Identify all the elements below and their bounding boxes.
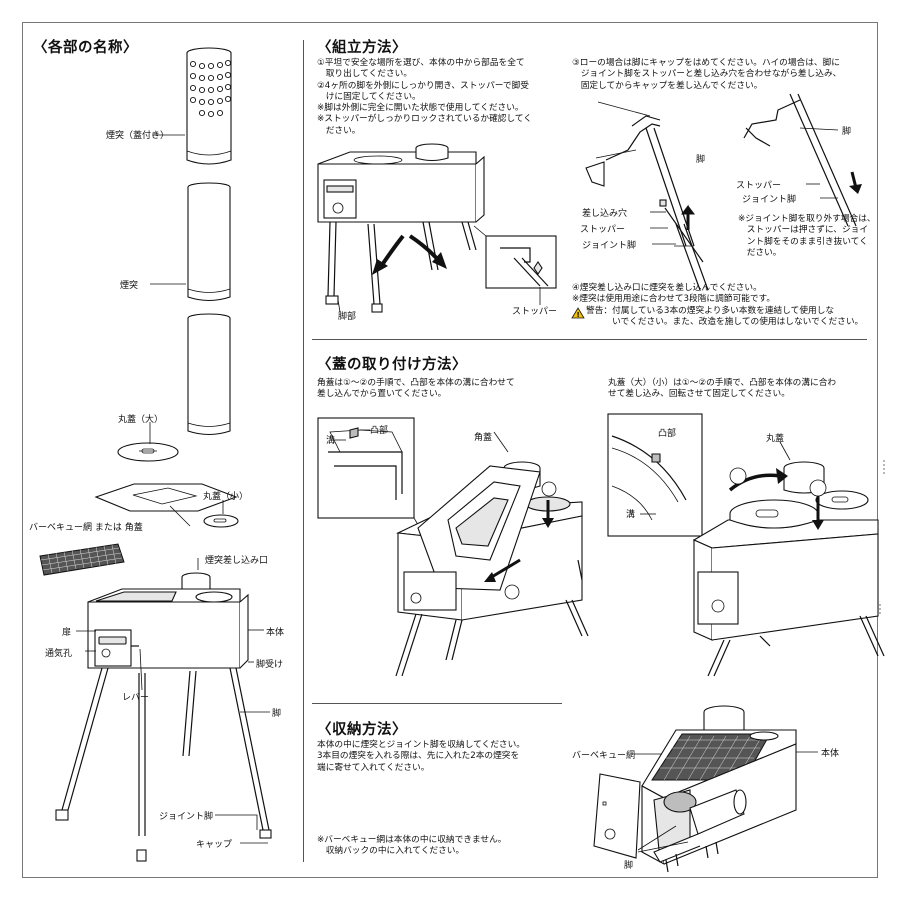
- assembly-step4: ④煙突差し込み口に煙突を差し込んでください。 ※煙突は使用用途に合わせて3段階に…: [572, 283, 776, 305]
- lid-left-text: 角蓋は①～②の手順で、凸部を本体の溝に合わせて 差し込んでから置いてください。: [317, 378, 515, 400]
- label-round-lid-large: 丸蓋（大）: [118, 415, 164, 425]
- assembly-warning: 警告：付属している3本の煙突より多い本数を連結して使用しな いでください。また、…: [586, 306, 864, 328]
- assembly-heading: 〈組立方法〉: [317, 40, 407, 56]
- section-divider-1: [312, 339, 867, 340]
- label-joint-leg-detail: ジョイント脚: [582, 241, 637, 251]
- label-bbq-net-square-lid: バーベキュー網 または 角蓋: [29, 523, 143, 533]
- label-leg-detail-2: 脚: [842, 127, 852, 137]
- label-chimney-lid: 煙突（蓋付き）: [106, 131, 170, 141]
- label-round-lid: 丸蓋: [766, 434, 785, 444]
- assembly-right-text: ③ローの場合は脚にキャップをはめてください。ハイの場合は、脚に ジョイント脚をス…: [572, 58, 842, 91]
- assembly-left-text: ①平坦で安全な場所を選び、本体の中から部品を全て 取り出してください。 ②4ヶ所…: [317, 58, 532, 136]
- storage-note: ※バーベキュー網は本体の中に収納できません。 収納バックの中に入れてください。: [317, 835, 507, 857]
- parts-heading: 〈各部の名称〉: [33, 40, 138, 56]
- label-round-lid-small: 丸蓋（小）: [203, 492, 249, 502]
- section-divider-2: [312, 703, 562, 704]
- label-leg: 脚: [272, 709, 282, 719]
- label-body-storage: 本体: [821, 749, 840, 759]
- label-body: 本体: [266, 628, 285, 638]
- lid-right-text: 丸蓋（大）（小）は①～②の手順で、凸部を本体の溝に合わ せて差し込み、回転させて…: [608, 378, 837, 400]
- label-joint-leg: ジョイント脚: [159, 812, 214, 822]
- label-stopper-detail-2: ストッパー: [736, 181, 782, 191]
- label-square-lid: 角蓋: [474, 433, 493, 443]
- label-joint-leg-detail-2: ジョイント脚: [742, 195, 797, 205]
- label-lever: レバー: [122, 693, 150, 703]
- label-stopper: ストッパー: [512, 307, 558, 317]
- label-insert-hole: 差し込み穴: [582, 209, 628, 219]
- label-bbq-net-storage: バーベキュー網: [572, 751, 636, 761]
- label-cap: キャップ: [196, 840, 233, 850]
- label-door: 扉: [62, 628, 72, 638]
- label-groove-2: 溝: [626, 510, 636, 520]
- label-groove: 溝: [326, 436, 336, 446]
- label-leg-detail: 脚: [696, 155, 706, 165]
- label-leg-receiver: 脚受け: [256, 660, 284, 670]
- label-leg-storage: 脚: [624, 861, 634, 871]
- label-leg-part: 脚部: [338, 312, 357, 322]
- lid-heading: 〈蓋の取り付け方法〉: [317, 357, 467, 373]
- label-stopper-detail: ストッパー: [580, 225, 626, 235]
- page-frame: [22, 22, 878, 878]
- label-chimney: 煙突: [120, 281, 139, 291]
- label-vent: 通気孔: [45, 649, 73, 659]
- label-chimney-inlet: 煙突差し込み口: [205, 556, 269, 566]
- label-convex-2: 凸部: [658, 429, 677, 439]
- storage-heading: 〈収納方法〉: [317, 722, 407, 738]
- svg-text:!: !: [577, 311, 580, 319]
- storage-text: 本体の中に煙突とジョイント脚を収納してください。 3本目の煙突を入れる際は、先に…: [317, 740, 525, 773]
- note-remove-joint-leg: ※ジョイント脚を取り外す場合は、 ストッパーは押さずに、ジョイ ント脚をそのまま…: [738, 214, 876, 258]
- label-convex: 凸部: [370, 426, 389, 436]
- column-divider: [303, 40, 304, 862]
